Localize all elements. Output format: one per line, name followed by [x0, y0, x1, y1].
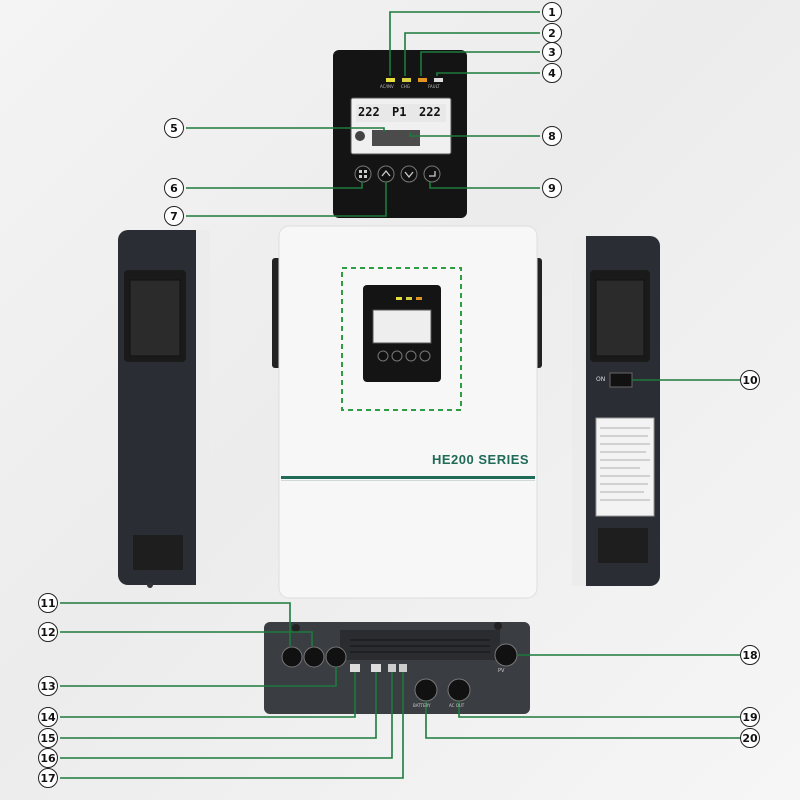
- series-label: HE200 SERIES: [432, 452, 530, 467]
- front-view: [272, 225, 542, 599]
- rj45-port: [371, 664, 381, 672]
- down-button[interactable]: [400, 165, 418, 183]
- right-side-view: [572, 236, 660, 586]
- callout-19: 19: [740, 707, 760, 727]
- callout-17: 17: [38, 768, 58, 788]
- callout-8: 8: [542, 126, 562, 146]
- callout-20: 20: [740, 728, 760, 748]
- pv-label: PV: [498, 668, 505, 674]
- callout-10: 10: [740, 370, 760, 390]
- lcd-mode: P1: [392, 105, 407, 119]
- spec-label: [595, 417, 655, 517]
- leader-lines-bottom: [60, 602, 740, 779]
- leader-lines-top: [186, 11, 540, 217]
- led-label-1: AC/INV: [380, 84, 394, 89]
- ac-out-terminal: [447, 678, 471, 702]
- callout-1: 1: [542, 2, 562, 22]
- callout-18: 18: [740, 645, 760, 665]
- callout-4: 4: [542, 63, 562, 83]
- pv-terminal: [494, 643, 518, 667]
- led-white: [434, 78, 443, 82]
- dashed-highlight: [341, 267, 462, 411]
- battery-terminal: [414, 678, 438, 702]
- brand-stripe: [281, 476, 535, 479]
- callout-5: 5: [164, 118, 184, 138]
- terminal-2: [303, 646, 325, 668]
- bms-port: [399, 664, 407, 672]
- callout-3: 3: [542, 42, 562, 62]
- led-orange: [418, 78, 427, 82]
- callout-15: 15: [38, 728, 58, 748]
- led-green: [386, 78, 395, 82]
- left-side-view: [118, 230, 210, 588]
- menu-button[interactable]: [354, 165, 372, 183]
- up-button[interactable]: [377, 165, 395, 183]
- lcd-right-value: 222: [419, 105, 441, 119]
- callout-9: 9: [542, 178, 562, 198]
- battery-label: BATTERY: [413, 703, 431, 708]
- usb-port: [350, 664, 360, 672]
- control-panel-closeup: [333, 50, 467, 218]
- switch-label: ON: [596, 376, 606, 383]
- ac-out-label: AC OUT: [449, 703, 465, 708]
- callout-14: 14: [38, 707, 58, 727]
- callout-13: 13: [38, 676, 58, 696]
- callout-2: 2: [542, 23, 562, 43]
- bottom-view: [264, 622, 530, 714]
- lcd-left-value: 222: [358, 105, 380, 119]
- terminal-1: [281, 646, 303, 668]
- led-label-2: CHG: [401, 84, 410, 89]
- callout-12: 12: [38, 622, 58, 642]
- callout-11: 11: [38, 593, 58, 613]
- led-label-3: FAULT: [428, 84, 440, 89]
- terminal-3: [325, 646, 347, 668]
- callout-7: 7: [164, 206, 184, 226]
- enter-button[interactable]: [423, 165, 441, 183]
- led-yellow: [402, 78, 411, 82]
- callout-6: 6: [164, 178, 184, 198]
- dry-contact: [388, 664, 396, 672]
- power-switch[interactable]: [609, 372, 633, 388]
- callout-16: 16: [38, 748, 58, 768]
